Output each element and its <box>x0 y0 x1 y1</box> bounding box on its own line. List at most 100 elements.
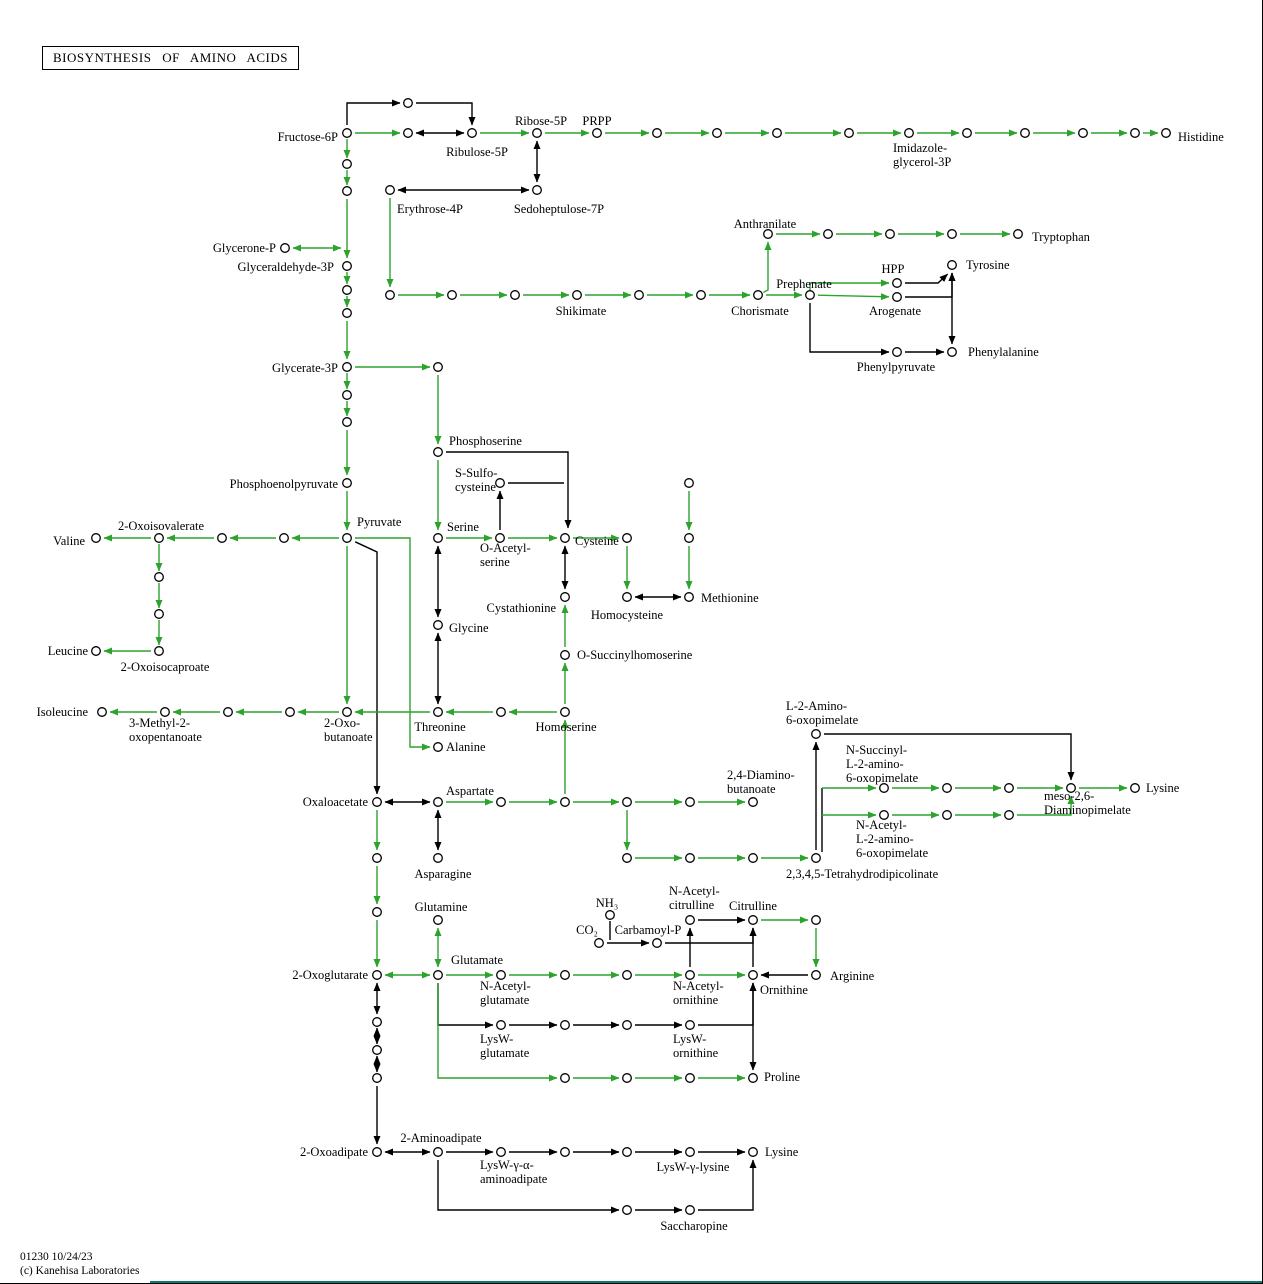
label-prephenate[interactable]: Prephenate <box>776 277 832 291</box>
compound-node[interactable] <box>772 128 782 138</box>
label-leucine[interactable]: Leucine <box>48 644 89 658</box>
compound-node[interactable] <box>748 1073 758 1083</box>
compound-node[interactable] <box>433 853 443 863</box>
compound-node[interactable] <box>154 646 164 656</box>
label-o-acetyl-serine[interactable]: serine <box>480 555 510 569</box>
compound-node[interactable] <box>811 915 821 925</box>
compound-node[interactable] <box>1130 128 1140 138</box>
label-n-acetyl-l-2-amino-6-oxopimelate[interactable]: 6-oxopimelate <box>856 846 929 860</box>
label-l-2-amino-6-oxopimelate[interactable]: 6-oxopimelate <box>786 713 859 727</box>
compound-node[interactable] <box>285 707 295 717</box>
compound-node[interactable] <box>685 1020 695 1030</box>
compound-node[interactable] <box>433 1147 443 1157</box>
compound-node[interactable] <box>684 533 694 543</box>
compound-node[interactable] <box>91 646 101 656</box>
compound-node[interactable] <box>495 478 505 488</box>
compound-node[interactable] <box>342 261 352 271</box>
compound-node[interactable] <box>154 533 164 543</box>
label-imidazole-glycerol-3p[interactable]: glycerol-3P <box>893 155 951 169</box>
compound-node[interactable] <box>748 915 758 925</box>
compound-node[interactable] <box>811 729 821 739</box>
label-chorismate[interactable]: Chorismate <box>731 304 789 318</box>
compound-node[interactable] <box>685 915 695 925</box>
label-phosphoserine[interactable]: Phosphoserine <box>449 434 522 448</box>
compound-node[interactable] <box>560 970 570 980</box>
compound-node[interactable] <box>811 970 821 980</box>
compound-node[interactable] <box>433 970 443 980</box>
label-pyruvate[interactable]: Pyruvate <box>357 515 402 529</box>
label-sedoheptulose-7p[interactable]: Sedoheptulose-7P <box>514 202 604 216</box>
label-3-methyl-2-oxopentanoate[interactable]: oxopentanoate <box>129 730 202 744</box>
compound-node[interactable] <box>532 128 542 138</box>
compound-node[interactable] <box>572 290 582 300</box>
compound-node[interactable] <box>342 707 352 717</box>
compound-node[interactable] <box>947 260 957 270</box>
compound-node[interactable] <box>280 243 290 253</box>
compound-node[interactable] <box>748 853 758 863</box>
compound-node[interactable] <box>962 128 972 138</box>
compound-node[interactable] <box>1130 783 1140 793</box>
compound-node[interactable] <box>372 1073 382 1083</box>
compound-node[interactable] <box>496 1147 506 1157</box>
compound-node[interactable] <box>372 970 382 980</box>
label-arginine[interactable]: Arginine <box>830 969 875 983</box>
label-2-oxoadipate[interactable]: 2-Oxoadipate <box>300 1145 368 1159</box>
compound-node[interactable] <box>684 592 694 602</box>
compound-node[interactable] <box>594 938 604 948</box>
compound-node[interactable] <box>1020 128 1030 138</box>
label-valine[interactable]: Valine <box>53 534 85 548</box>
compound-node[interactable] <box>560 1073 570 1083</box>
compound-node[interactable] <box>1013 229 1023 239</box>
compound-node[interactable] <box>685 797 695 807</box>
compound-node[interactable] <box>372 1017 382 1027</box>
compound-node[interactable] <box>160 707 170 717</box>
label-saccharopine[interactable]: Saccharopine <box>660 1219 728 1233</box>
compound-node[interactable] <box>372 907 382 917</box>
label-alanine[interactable]: Alanine <box>446 740 486 754</box>
compound-node[interactable] <box>154 609 164 619</box>
compound-node[interactable] <box>433 620 443 630</box>
compound-node[interactable] <box>622 970 632 980</box>
compound-node[interactable] <box>652 128 662 138</box>
label-2-aminoadipate[interactable]: 2-Aminoadipate <box>400 1131 482 1145</box>
compound-node[interactable] <box>496 970 506 980</box>
label-erythrose-4p[interactable]: Erythrose-4P <box>397 202 463 216</box>
label-2-oxo-butanoate[interactable]: butanoate <box>324 730 373 744</box>
label-tyrosine[interactable]: Tyrosine <box>966 258 1010 272</box>
compound-node[interactable] <box>879 783 889 793</box>
compound-node[interactable] <box>879 810 889 820</box>
compound-node[interactable] <box>748 1147 758 1157</box>
label-lysw-gamma-alpha-aminoadipate[interactable]: aminoadipate <box>480 1172 548 1186</box>
label-n-succinyl-l-2-amino-6-oxopimelate[interactable]: N-Succinyl- <box>846 743 907 757</box>
compound-node[interactable] <box>622 1147 632 1157</box>
compound-node[interactable] <box>685 1147 695 1157</box>
label-n-acetyl-l-2-amino-6-oxopimelate[interactable]: L-2-amino- <box>856 832 914 846</box>
compound-node[interactable] <box>592 128 602 138</box>
compound-node[interactable] <box>942 783 952 793</box>
label-tryptophan[interactable]: Tryptophan <box>1032 230 1091 244</box>
compound-node[interactable] <box>372 853 382 863</box>
compound-node[interactable] <box>496 797 506 807</box>
label-glutamine[interactable]: Glutamine <box>415 900 468 914</box>
label-lysw-ornithine[interactable]: ornithine <box>673 1046 719 1060</box>
compound-node[interactable] <box>342 390 352 400</box>
label-glycerone-p[interactable]: Glycerone-P <box>213 241 276 255</box>
label-o-succinylhomoserine[interactable]: O-Succinylhomoserine <box>577 648 693 662</box>
compound-node[interactable] <box>892 347 902 357</box>
label-imidazole-glycerol-3p[interactable]: Imidazole- <box>893 141 947 155</box>
compound-node[interactable] <box>223 707 233 717</box>
compound-node[interactable] <box>685 853 695 863</box>
compound-node[interactable] <box>342 362 352 372</box>
compound-node[interactable] <box>712 128 722 138</box>
label-shikimate[interactable]: Shikimate <box>556 304 607 318</box>
compound-node[interactable] <box>342 128 352 138</box>
label-phenylpyruvate[interactable]: Phenylpyruvate <box>857 360 936 374</box>
label-lysine-dap[interactable]: Lysine <box>1146 781 1180 795</box>
label-24-diamino-butanoate[interactable]: butanoate <box>727 782 776 796</box>
compound-node[interactable] <box>279 533 289 543</box>
compound-node[interactable] <box>622 1073 632 1083</box>
compound-node[interactable] <box>372 797 382 807</box>
label-meso-26-diaminopimelate[interactable]: meso-2,6- <box>1044 789 1094 803</box>
compound-node[interactable] <box>560 592 570 602</box>
label-homocysteine[interactable]: Homocysteine <box>591 608 664 622</box>
